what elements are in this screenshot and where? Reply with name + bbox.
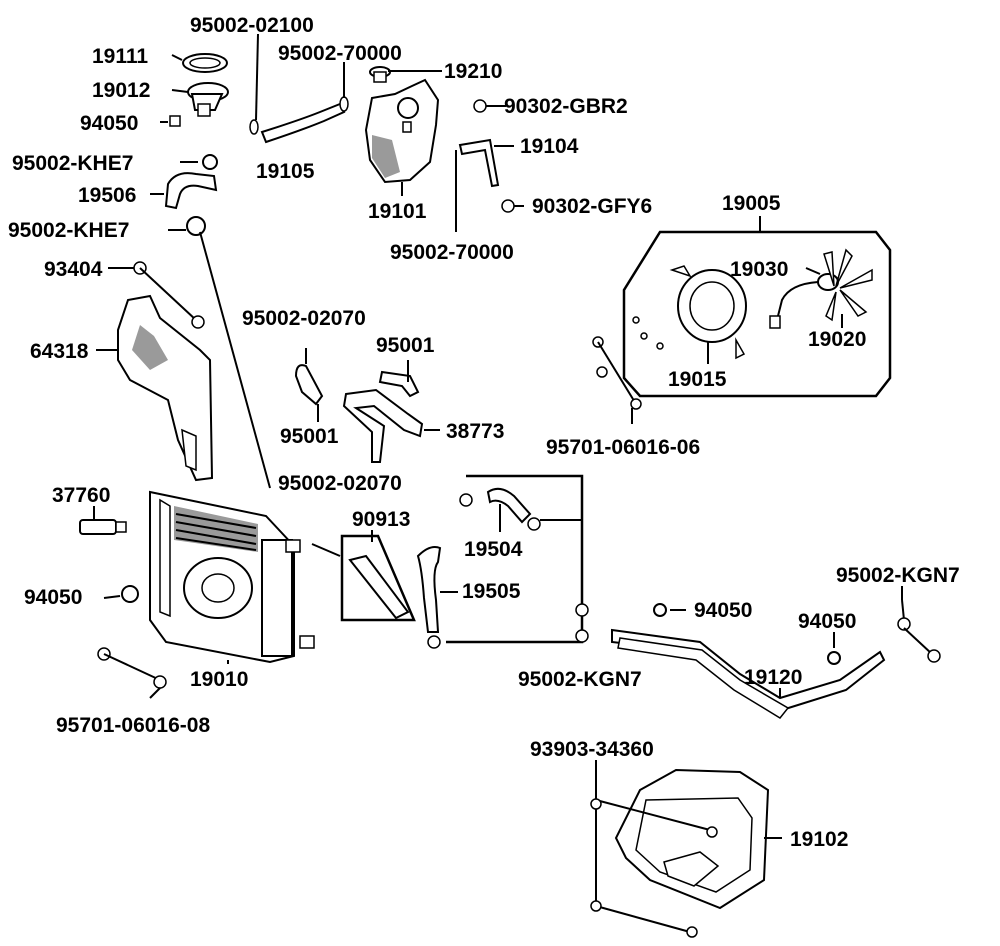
hose-19506 [164, 172, 218, 210]
bolt-94050-c [653, 603, 667, 617]
bolt-94050-a [169, 115, 181, 127]
bolt-90302-gbr2 [473, 99, 498, 113]
label-95002-02100: 95002-02100 [190, 14, 314, 37]
hose-19505 [416, 546, 442, 649]
label-90302-gfy6: 90302-GFY6 [532, 195, 652, 218]
part-labels: 95002-02100 19111 95002-70000 19210 1901… [8, 14, 960, 851]
pipe-19120 [611, 628, 886, 719]
hose-frame-90913 [340, 534, 416, 622]
label-95002-khe7-a: 95002-KHE7 [12, 152, 133, 175]
label-19101: 19101 [368, 200, 427, 223]
label-19505: 19505 [462, 580, 521, 603]
label-90302-gbr2: 90302-GBR2 [504, 95, 628, 118]
clamp-95002-khe7-a [202, 154, 218, 170]
label-19020: 19020 [808, 328, 866, 351]
bolts-95701-06016-06 [592, 336, 642, 410]
label-95002-kgn7-b: 95002-KGN7 [518, 668, 642, 691]
leader-khe7-radiator [199, 231, 271, 489]
label-95002-70000-top: 95002-70000 [278, 42, 402, 65]
label-93404: 93404 [44, 258, 103, 281]
pipe-38773 [342, 388, 424, 463]
reservoir-tank-19101 [364, 78, 440, 184]
label-19111: 19111 [92, 45, 148, 68]
label-19105: 19105 [256, 160, 315, 183]
label-19504: 19504 [464, 538, 523, 561]
label-19210: 19210 [444, 60, 502, 83]
label-94050-b: 94050 [24, 586, 82, 609]
leader-90913-radiator [311, 543, 341, 557]
hose-95001-a [294, 364, 324, 406]
label-64318: 64318 [30, 340, 89, 363]
label-95002-02070-a: 95002-02070 [242, 307, 366, 330]
label-95002-kgn7-a: 95002-KGN7 [836, 564, 960, 587]
label-19120: 19120 [744, 666, 802, 689]
label-95002-khe7-b: 95002-KHE7 [8, 219, 129, 242]
hose-frame-19504 [446, 474, 584, 644]
bolt-94050-d [827, 651, 841, 665]
hose-19105 [249, 96, 349, 144]
leader-95002-02100 [255, 33, 259, 121]
leader-lines [93, 54, 903, 839]
label-95701-06016-08: 95701-06016-08 [56, 714, 210, 737]
screws-93903-34360 [590, 786, 718, 938]
label-19012: 19012 [92, 79, 150, 102]
cover-19102 [614, 768, 770, 910]
label-95001-b: 95001 [280, 425, 339, 448]
label-95002-70000-mid: 95002-70000 [390, 241, 514, 264]
breather-tube-19104 [458, 138, 500, 188]
label-19030: 19030 [730, 258, 788, 281]
label-94050-c: 94050 [694, 599, 752, 622]
bracket-64318 [117, 294, 214, 482]
clamps-95002-kgn7-b [897, 599, 941, 663]
label-19102: 19102 [790, 828, 848, 851]
label-94050-a: 94050 [80, 112, 138, 135]
radiator-19010 [149, 490, 315, 664]
fan-motor-19030 [769, 273, 839, 329]
bolt-90302-gfy6 [501, 199, 524, 213]
hose-95001-b [378, 370, 420, 398]
label-19104: 19104 [520, 135, 579, 158]
label-95002-02070-b: 95002-02070 [278, 472, 402, 495]
label-38773: 38773 [446, 420, 504, 443]
fan-blade-19020 [823, 248, 873, 322]
screws-fan [632, 316, 664, 350]
label-95701-06016-06: 95701-06016-06 [546, 436, 700, 459]
fan-shroud-19015 [669, 265, 747, 360]
label-93903-34360: 93903-34360 [530, 738, 654, 761]
clamps-95002-kgn7-a [575, 603, 589, 643]
label-19015: 19015 [668, 368, 727, 391]
cap-37760 [79, 519, 127, 535]
label-95001-a: 95001 [376, 334, 435, 357]
bolt-94050-b [121, 585, 139, 603]
reservoir-cap-19210 [369, 66, 391, 83]
filler-neck-19012 [187, 82, 229, 117]
label-19506: 19506 [78, 184, 136, 207]
label-94050-d: 94050 [798, 610, 856, 633]
label-19010: 19010 [190, 668, 248, 691]
reservoir-cap-19111 [182, 53, 228, 73]
label-19005: 19005 [722, 192, 781, 215]
hose-19504 [459, 487, 541, 531]
label-37760: 37760 [52, 484, 110, 507]
label-90913: 90913 [352, 508, 410, 531]
clamp-95002-khe7-b [186, 216, 206, 236]
fan-assembly-frame-19005 [622, 230, 892, 398]
bolts-95701-06016-08 [97, 647, 167, 689]
